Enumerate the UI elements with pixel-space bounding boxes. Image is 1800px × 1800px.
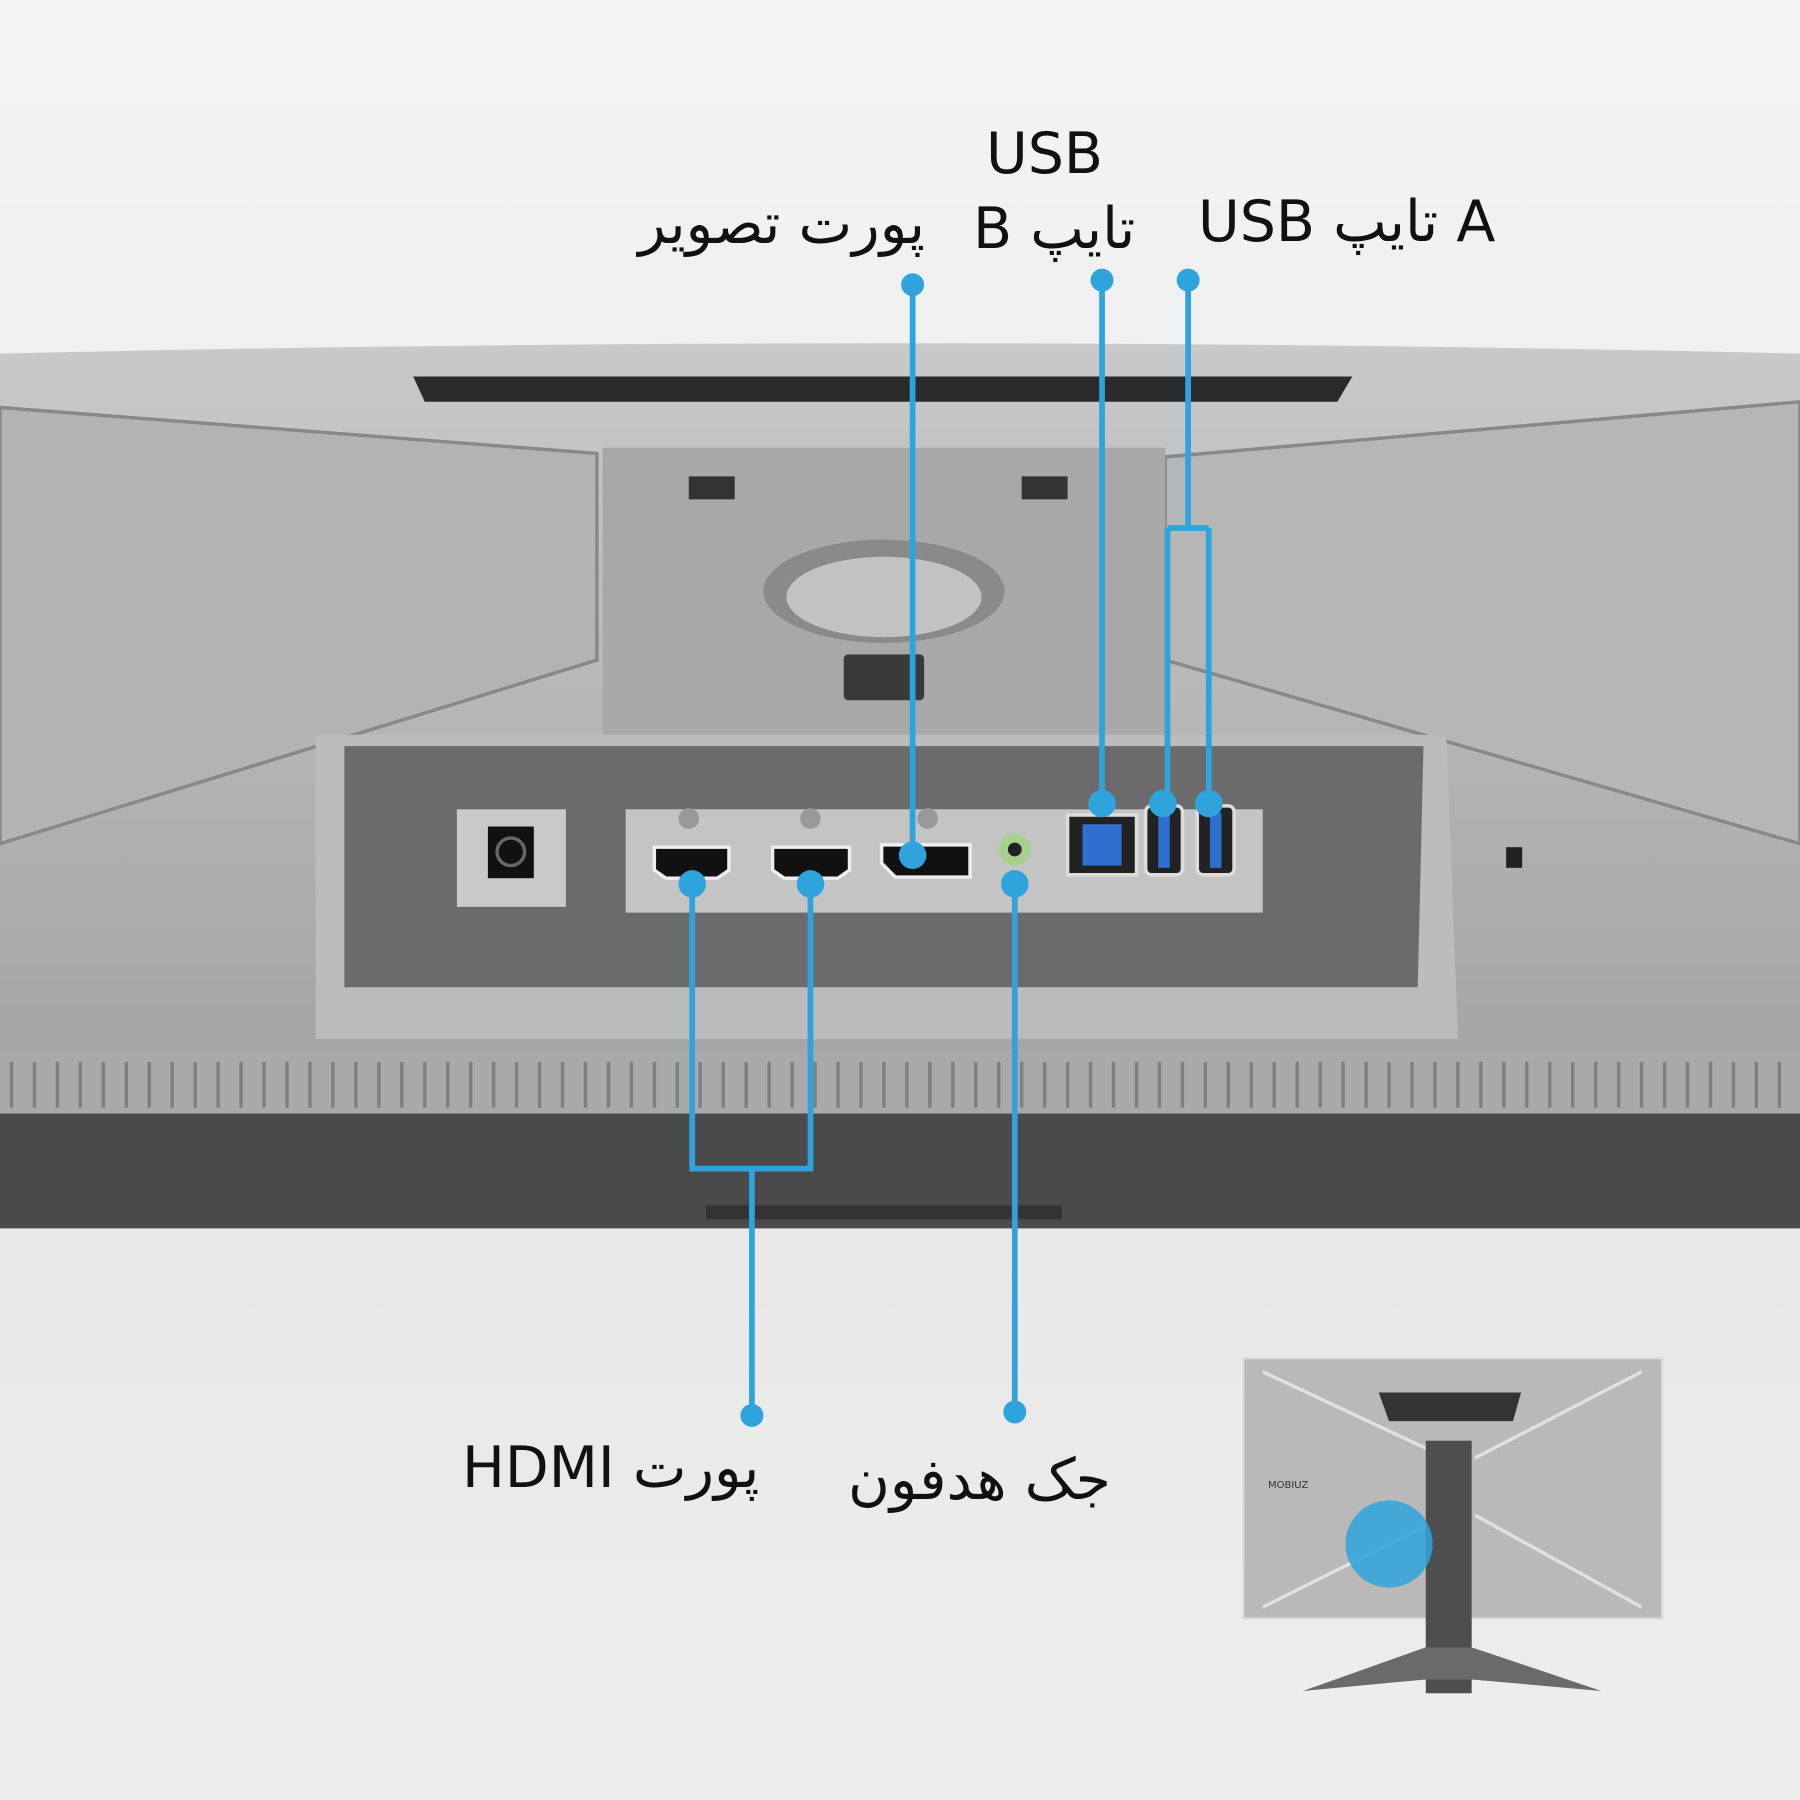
label-usb-a: USB تایپ A (1198, 189, 1496, 255)
vent-grille (413, 376, 1353, 402)
power-port (487, 826, 534, 879)
callout-dots (678, 268, 1223, 1427)
usb-b-port (1065, 813, 1139, 877)
callout-usb-a (1164, 280, 1212, 804)
callout-hdmi (689, 883, 814, 1416)
label-display-port: پورت تصویر (638, 191, 925, 257)
headphone-jack (998, 833, 1031, 866)
label-headphone: جک هدفون (848, 1447, 1111, 1513)
usb-a-port-2 (1195, 804, 1236, 877)
inset-logo: MOBIUZ (1268, 1480, 1309, 1491)
callout-lines (689, 280, 1212, 1416)
hdmi-port-2 (770, 845, 852, 880)
kensington-lock (1506, 847, 1523, 868)
hdmi-port-1 (652, 845, 731, 880)
label-usb-b-line1: USB (986, 121, 1104, 187)
highlight-circle (1345, 1500, 1433, 1588)
label-hdmi: پورت HDMI (462, 1435, 760, 1501)
label-usb-b-line2: تایپ B (973, 196, 1136, 262)
monitor-back-panel (0, 343, 1800, 1229)
inset-monitor-thumbnail (1242, 1356, 1664, 1694)
displayport-port (879, 843, 972, 879)
